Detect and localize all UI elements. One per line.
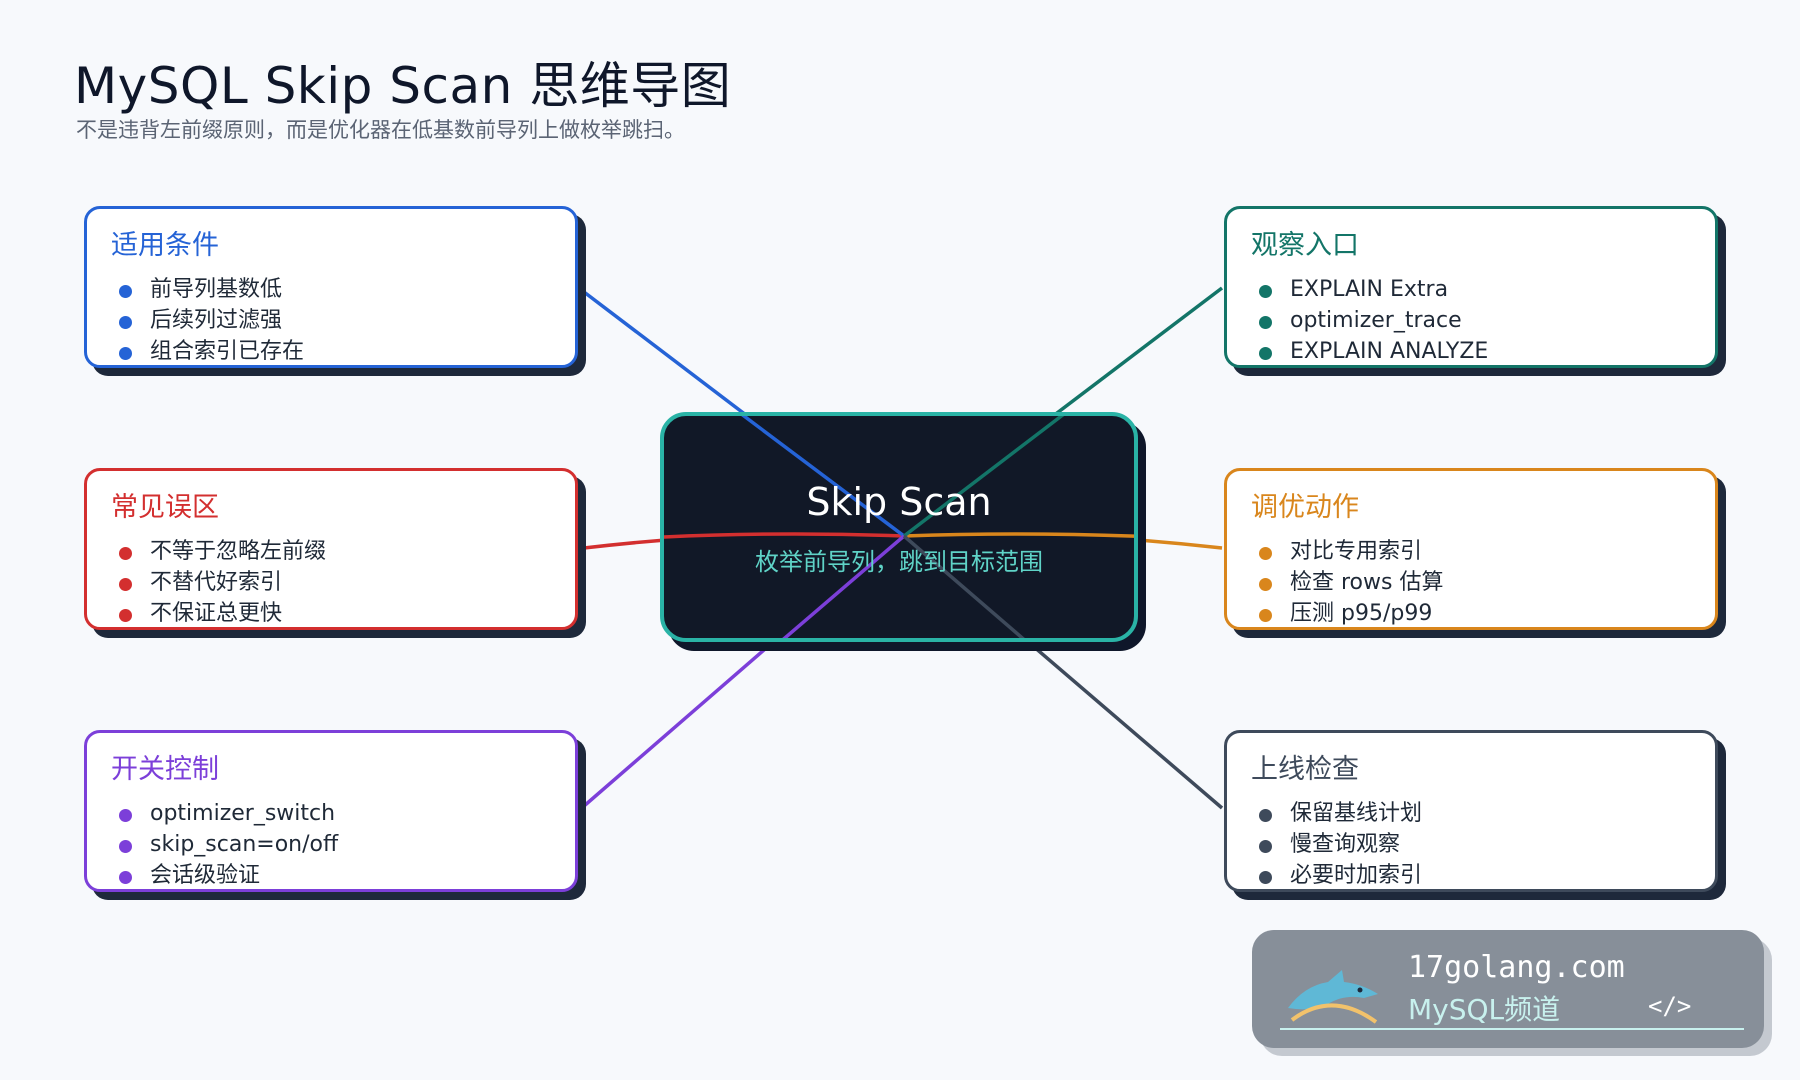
bullet-icon	[1259, 871, 1272, 884]
list-item: optimizer_trace	[1251, 305, 1715, 336]
card-conditions: 适用条件 前导列基数低 后续列过滤强 组合索引已存在	[84, 206, 578, 368]
bullet-icon	[119, 609, 132, 622]
bullet-icon	[119, 871, 132, 884]
list-item: 组合索引已存在	[111, 336, 575, 367]
center-connector-overlay	[664, 416, 1134, 638]
watermark-domain: 17golang.com	[1408, 950, 1625, 985]
bullet-icon	[1259, 809, 1272, 822]
card-title: 开关控制	[111, 754, 219, 785]
list-item: 会话级验证	[111, 860, 575, 891]
center-title: Skip Scan	[806, 480, 992, 524]
card-title: 调优动作	[1251, 492, 1359, 523]
list-item: 不替代好索引	[111, 567, 575, 598]
card-title: 适用条件	[111, 230, 219, 261]
bullet-icon	[1259, 316, 1272, 329]
list-item: 保留基线计划	[1251, 798, 1715, 829]
list-item: EXPLAIN Extra	[1251, 274, 1715, 305]
list-item: EXPLAIN ANALYZE	[1251, 336, 1715, 367]
list-item: 必要时加索引	[1251, 860, 1715, 891]
card-adjust: 调优动作 对比专用索引 检查 rows 估算 压测 p95/p99	[1224, 468, 1718, 630]
center-subtitle: 枚举前导列，跳到目标范围	[755, 548, 1043, 576]
bullet-icon	[119, 316, 132, 329]
page-subtitle: 不是违背左前缀原则，而是优化器在低基数前导列上做枚举跳扫。	[76, 118, 685, 142]
dolphin-logo-icon	[1288, 970, 1378, 1024]
bullet-icon	[1259, 609, 1272, 622]
code-icon: </>	[1648, 992, 1692, 1020]
list-item: 压测 p95/p99	[1251, 598, 1715, 629]
bullet-icon	[1259, 347, 1272, 360]
card-observe: 观察入口 EXPLAIN Extra optimizer_trace EXPLA…	[1224, 206, 1718, 368]
list-item: optimizer_switch	[111, 798, 575, 829]
bullet-icon	[1259, 578, 1272, 591]
list-item: 不等于忽略左前缀	[111, 536, 575, 567]
bullet-icon	[119, 347, 132, 360]
list-item: 对比专用索引	[1251, 536, 1715, 567]
card-pitfalls: 常见误区 不等于忽略左前缀 不替代好索引 不保证总更快	[84, 468, 578, 630]
list-item: skip_scan=on/off	[111, 829, 575, 860]
page-title: MySQL Skip Scan 思维导图	[74, 57, 732, 115]
card-launch: 上线检查 保留基线计划 慢查询观察 必要时加索引	[1224, 730, 1718, 892]
list-item: 不保证总更快	[111, 598, 575, 629]
bullet-icon	[1259, 547, 1272, 560]
card-title: 上线检查	[1251, 754, 1359, 785]
center-node: Skip Scan 枚举前导列，跳到目标范围	[660, 412, 1138, 642]
bullet-icon	[119, 840, 132, 853]
watermark-badge: 17golang.com MySQL频道 </>	[1252, 930, 1764, 1048]
bullet-icon	[1259, 840, 1272, 853]
card-title: 常见误区	[111, 492, 219, 523]
card-switch: 开关控制 optimizer_switch skip_scan=on/off 会…	[84, 730, 578, 892]
bullet-icon	[1259, 285, 1272, 298]
card-title: 观察入口	[1251, 230, 1359, 261]
list-item: 前导列基数低	[111, 274, 575, 305]
bullet-icon	[119, 809, 132, 822]
bullet-icon	[119, 285, 132, 298]
watermark-channel: MySQL频道	[1408, 993, 1561, 1026]
watermark-divider	[1280, 1028, 1744, 1030]
bullet-icon	[119, 578, 132, 591]
list-item: 后续列过滤强	[111, 305, 575, 336]
list-item: 慢查询观察	[1251, 829, 1715, 860]
bullet-icon	[119, 547, 132, 560]
list-item: 检查 rows 估算	[1251, 567, 1715, 598]
